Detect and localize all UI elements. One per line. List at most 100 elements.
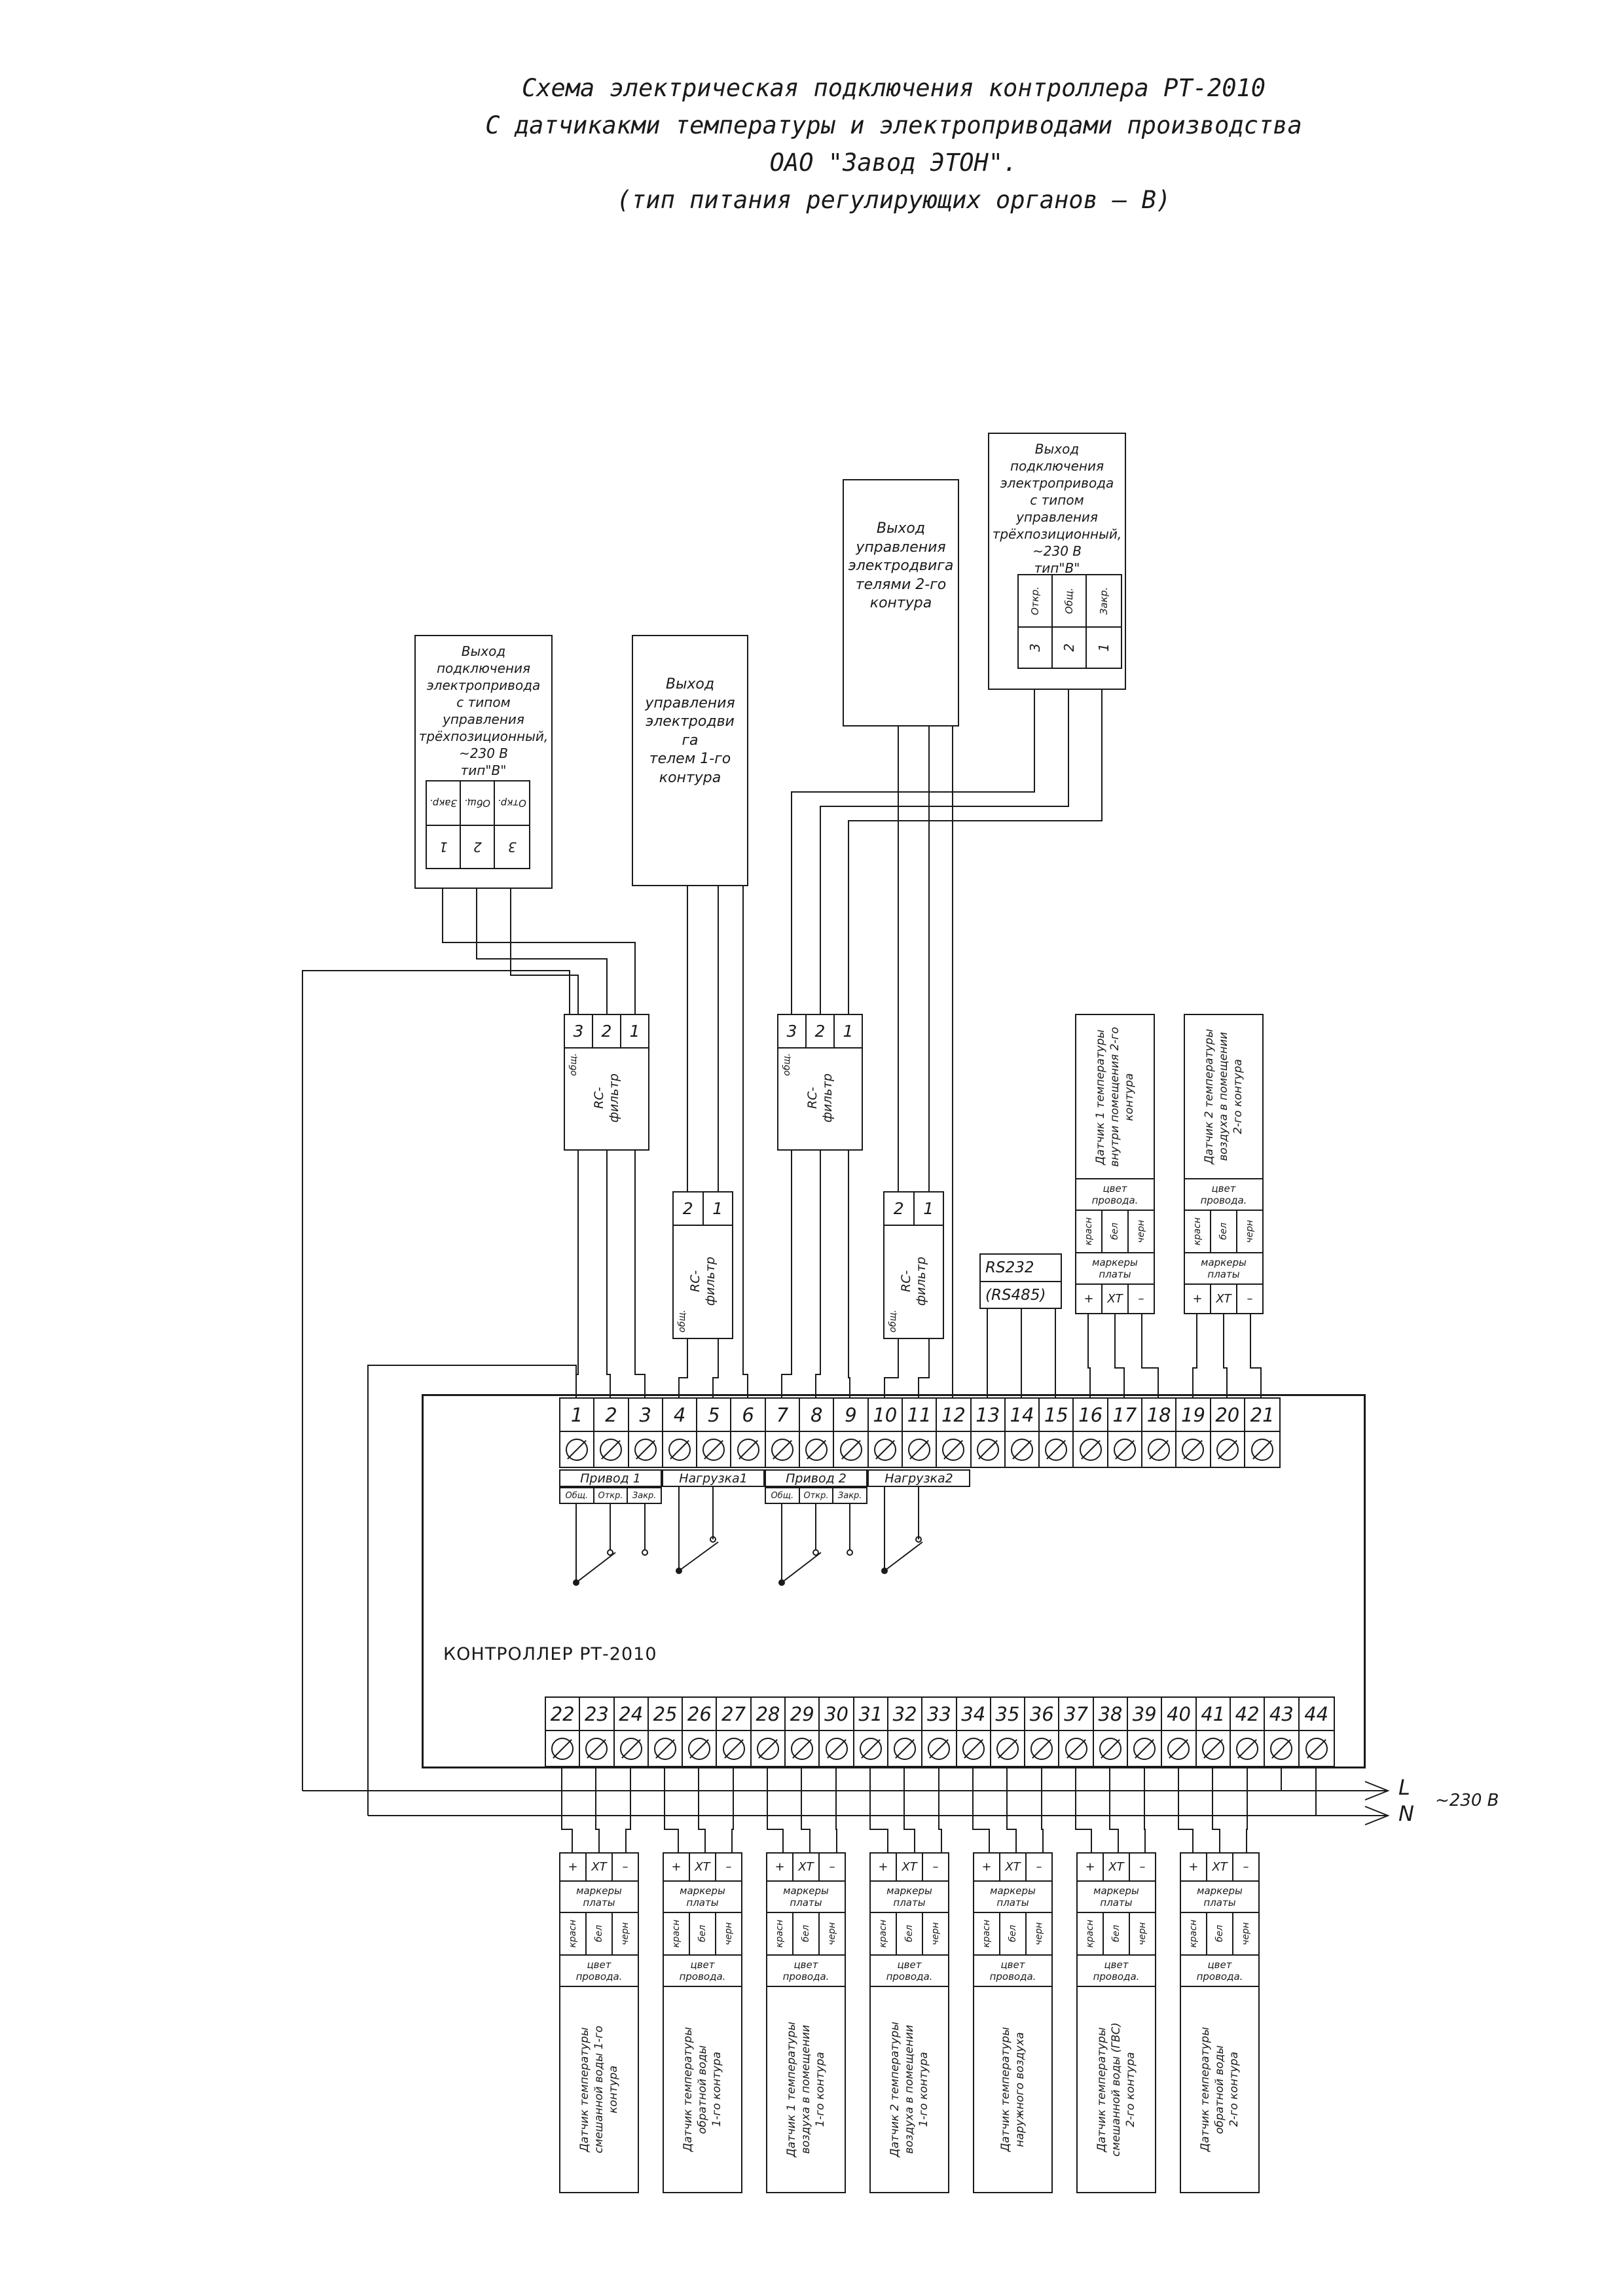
screw-terminal-icon bbox=[551, 1737, 574, 1760]
title-line-4: (тип питания регулирующих органов – В) bbox=[616, 186, 1171, 214]
terminal-screw bbox=[820, 1731, 852, 1766]
terminal: 13 bbox=[971, 1399, 1006, 1467]
terminal-number: 43 bbox=[1265, 1698, 1298, 1731]
board-markers-label: маркеры платы bbox=[664, 1882, 741, 1913]
terminal-screw bbox=[1300, 1731, 1334, 1766]
rc-terminal: 3 bbox=[565, 1015, 593, 1047]
terminal-number: 28 bbox=[751, 1698, 785, 1731]
terminal: 38 bbox=[1093, 1698, 1129, 1766]
terminal: 42 bbox=[1230, 1698, 1266, 1766]
board-markers-label: маркеры платы bbox=[560, 1882, 638, 1913]
title-line-2: С датчикакми температуры и электропривод… bbox=[485, 111, 1302, 139]
wire-color-cell: красн bbox=[664, 1913, 690, 1954]
mains-voltage-label: ~230 В bbox=[1435, 1791, 1499, 1810]
sensor-name: Датчик 2 температуры воздуха в помещении… bbox=[888, 2022, 931, 2157]
contact-cell: + bbox=[1078, 1854, 1104, 1880]
motor-output-1-text: Выход управления электродви га телем 1-г… bbox=[645, 676, 735, 786]
screw-terminal-icon bbox=[737, 1438, 759, 1461]
actuator-terminal-label: Закр. bbox=[1098, 586, 1110, 615]
sensor-name: Датчик 2 температуры воздуха в помещении… bbox=[1185, 1015, 1262, 1179]
terminal-screw bbox=[1211, 1432, 1244, 1467]
screw-terminal-icon bbox=[1079, 1438, 1102, 1461]
terminal-screw bbox=[903, 1432, 936, 1467]
terminal-number: 37 bbox=[1059, 1698, 1093, 1731]
terminal-number: 21 bbox=[1245, 1399, 1280, 1432]
rs-interface-box: RS232 (RS485) bbox=[979, 1253, 1062, 1309]
rc-terminal: 1 bbox=[629, 1022, 640, 1041]
terminal-screw bbox=[1162, 1731, 1195, 1766]
contact-cell: XT bbox=[1000, 1854, 1027, 1880]
screw-terminal-icon bbox=[976, 1438, 999, 1461]
terminal: 4 bbox=[663, 1399, 698, 1467]
terminal-screw bbox=[1231, 1731, 1264, 1766]
drive-sub-label: Закр. bbox=[632, 1490, 657, 1501]
screw-terminal-icon bbox=[756, 1737, 779, 1760]
wire-color-cell: черн bbox=[930, 1922, 941, 1945]
wire-color-cell: черн bbox=[620, 1922, 630, 1945]
terminal-number: 18 bbox=[1142, 1399, 1176, 1432]
terminal: 14 bbox=[1005, 1399, 1040, 1467]
terminal: 22 bbox=[546, 1698, 581, 1766]
terminal-number: 27 bbox=[717, 1698, 750, 1731]
controller-label: КОНТРОЛЛЕР РТ-2010 bbox=[443, 1644, 657, 1664]
terminal-number: 25 bbox=[648, 1698, 682, 1731]
terminal: 9 bbox=[834, 1399, 869, 1467]
terminal-screw bbox=[594, 1432, 627, 1467]
contact-cell: + bbox=[560, 1854, 587, 1880]
screw-terminal-icon bbox=[859, 1737, 882, 1760]
wire-color-cell: бел bbox=[1211, 1211, 1237, 1252]
terminal-number: 41 bbox=[1196, 1698, 1230, 1731]
terminal: 30 bbox=[820, 1698, 854, 1766]
screw-terminal-icon bbox=[702, 1438, 725, 1461]
screw-terminal-icon bbox=[1030, 1737, 1053, 1760]
motor-output-2-text: Выход управления электродвига телями 2-г… bbox=[848, 520, 954, 612]
drive-sub-label: Общ. bbox=[560, 1488, 594, 1503]
contact-row: +XT– bbox=[871, 1854, 948, 1882]
board-markers-label: маркеры платы bbox=[1076, 1253, 1154, 1285]
screw-terminal-icon bbox=[1305, 1737, 1328, 1760]
drive-sub-label: Откр. bbox=[594, 1488, 629, 1503]
line-n-label: N bbox=[1398, 1801, 1414, 1826]
screw-terminal-icon bbox=[1270, 1737, 1293, 1760]
board-markers-label: маркеры платы bbox=[974, 1882, 1051, 1913]
terminal: 24 bbox=[614, 1698, 649, 1766]
terminal: 43 bbox=[1265, 1698, 1300, 1766]
screw-terminal-icon bbox=[1099, 1737, 1122, 1760]
screw-terminal-icon bbox=[771, 1438, 793, 1461]
terminal-number: 22 bbox=[546, 1698, 579, 1731]
terminal-strip-bottom: 22 23 24 25 26 27 bbox=[545, 1696, 1335, 1767]
terminal: 11 bbox=[902, 1399, 938, 1467]
wire-color-label: цвет провода. bbox=[1181, 1956, 1258, 1987]
wire-color-cell: бел bbox=[690, 1913, 716, 1954]
wire-color-cell: бел bbox=[897, 1913, 923, 1954]
board-markers-label: маркеры платы bbox=[871, 1882, 948, 1913]
terminal-number: 6 bbox=[731, 1399, 765, 1432]
terminal: 5 bbox=[697, 1399, 732, 1467]
actuator-terminal-number: 1 bbox=[1096, 643, 1112, 652]
screw-terminal-icon bbox=[566, 1438, 589, 1461]
rc-terminal: 3 bbox=[778, 1015, 807, 1047]
rc-common-label: общ. bbox=[782, 1053, 792, 1076]
screw-terminal-icon bbox=[908, 1438, 931, 1461]
terminal-screw bbox=[580, 1731, 613, 1766]
contact-row: +XT– bbox=[1076, 1285, 1154, 1313]
screw-terminal-icon bbox=[1236, 1737, 1259, 1760]
terminal-screw bbox=[1040, 1432, 1072, 1467]
terminal: 1 bbox=[560, 1399, 595, 1467]
contact-row: +XT– bbox=[1078, 1854, 1155, 1882]
board-markers-label: маркеры платы bbox=[1185, 1253, 1262, 1285]
contact-cell: XT bbox=[1207, 1854, 1233, 1880]
terminal-number: 11 bbox=[902, 1399, 936, 1432]
terminal-screw bbox=[1006, 1432, 1038, 1467]
actuator-terminal-label: Откр. bbox=[1019, 575, 1053, 626]
terminal-screw bbox=[1176, 1432, 1209, 1467]
wire-color-label: цвет провода. bbox=[767, 1956, 845, 1987]
